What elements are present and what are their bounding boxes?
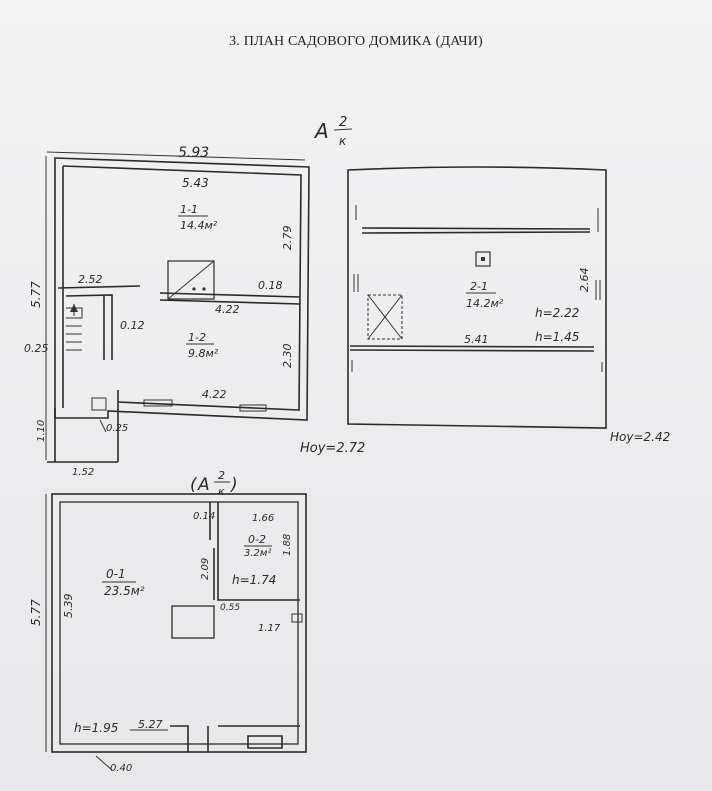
attic-h2: h=1.45 xyxy=(535,330,579,344)
basement-inner-wall xyxy=(59,501,299,745)
dim-0-25-left: 0.25 xyxy=(24,342,49,355)
attic-room-num: 2-1 xyxy=(470,280,488,293)
basement-h-floor: h=1.95 xyxy=(74,721,118,735)
attic-dim-2-64: 2.64 xyxy=(578,268,591,293)
porch-outline xyxy=(47,390,119,463)
dim-4-22-top: 4.22 xyxy=(215,303,240,316)
dim-inner-width: 5.43 xyxy=(182,176,209,190)
basement-plan xyxy=(45,493,307,771)
first-floor-mark-num: 2 xyxy=(339,115,347,130)
dim-1-17: 1.17 xyxy=(258,623,281,634)
dim-0-25-porch: 0.25 xyxy=(106,423,128,434)
dim-0-55: 0.55 xyxy=(220,603,240,613)
basement-mark-close: ) xyxy=(229,475,238,495)
attic-plan xyxy=(347,166,607,429)
first-floor-inner-wall xyxy=(62,165,302,411)
basement-partition xyxy=(209,502,300,601)
dim-0-18: 0.18 xyxy=(258,279,283,292)
dim-2-30: 2.30 xyxy=(281,344,294,369)
room-0-1-area: 23.5м² xyxy=(104,584,145,598)
basement-mark-open: ( xyxy=(190,475,198,495)
room-1-1-num: 1-1 xyxy=(180,203,198,216)
first-floor-partition xyxy=(159,292,301,305)
dim-outer-height: 5.77 xyxy=(29,281,43,308)
basement-inner-height: 5.39 xyxy=(62,594,75,619)
dim-2-09: 2.09 xyxy=(200,558,211,580)
attic-height-note: Ноу=2.42 xyxy=(610,430,670,444)
dim-outer-width: 5.93 xyxy=(178,145,209,161)
dim-1-10: 1.10 xyxy=(36,420,47,442)
basement-mark-letter: А xyxy=(197,475,210,495)
first-floor-plan xyxy=(45,151,310,463)
dim-2-52: 2.52 xyxy=(78,273,103,286)
basement-h-room: h=1.74 xyxy=(232,573,276,587)
dim-0-14: 0.14 xyxy=(193,511,215,522)
basement-outer-height: 5.77 xyxy=(29,599,43,626)
attic-hatch xyxy=(367,294,403,340)
dim-1-52: 1.52 xyxy=(72,467,94,478)
stairs-icon xyxy=(66,304,83,351)
basement-front-openings xyxy=(170,725,300,752)
room-0-2-num: 0-2 xyxy=(248,533,266,546)
basement-mark-num: 2 xyxy=(218,469,225,482)
attic-room-area: 14.2м² xyxy=(466,297,504,310)
room-0-1-num: 0-1 xyxy=(106,567,126,581)
attic-chimney xyxy=(475,251,491,267)
basement-outer-wall xyxy=(51,493,307,753)
dim-5-27: 5.27 xyxy=(138,718,163,731)
first-floor-mark-letter: А xyxy=(313,119,329,143)
room-0-2-area: 3.2м² xyxy=(244,548,271,559)
basement-box xyxy=(171,605,215,639)
attic-h1: h=2.22 xyxy=(535,306,579,320)
stair-opening xyxy=(167,260,215,300)
dim-2-79: 2.79 xyxy=(281,226,294,251)
first-floor-mark-den: к xyxy=(339,134,347,148)
room-1-2-area: 9.8м² xyxy=(188,347,219,360)
dim-0-40: 0.40 xyxy=(110,763,132,774)
dim-4-22-bottom: 4.22 xyxy=(202,388,227,401)
room-1-2-num: 1-2 xyxy=(188,331,206,344)
dim-1-66: 1.66 xyxy=(252,513,274,524)
dim-0-12: 0.12 xyxy=(120,319,145,332)
dim-1-88: 1.88 xyxy=(282,534,293,556)
basement-mark-den: к xyxy=(218,485,225,498)
attic-outline xyxy=(347,166,607,429)
page-title: 3. ПЛАН САДОВОГО ДОМИКА (ДАЧИ) xyxy=(229,34,483,49)
first-floor-height-note: Ноу=2.72 xyxy=(300,441,365,456)
room-1-1-area: 14.4м² xyxy=(180,219,218,232)
attic-width: 5.41 xyxy=(464,333,489,346)
stair-closet xyxy=(57,285,141,360)
